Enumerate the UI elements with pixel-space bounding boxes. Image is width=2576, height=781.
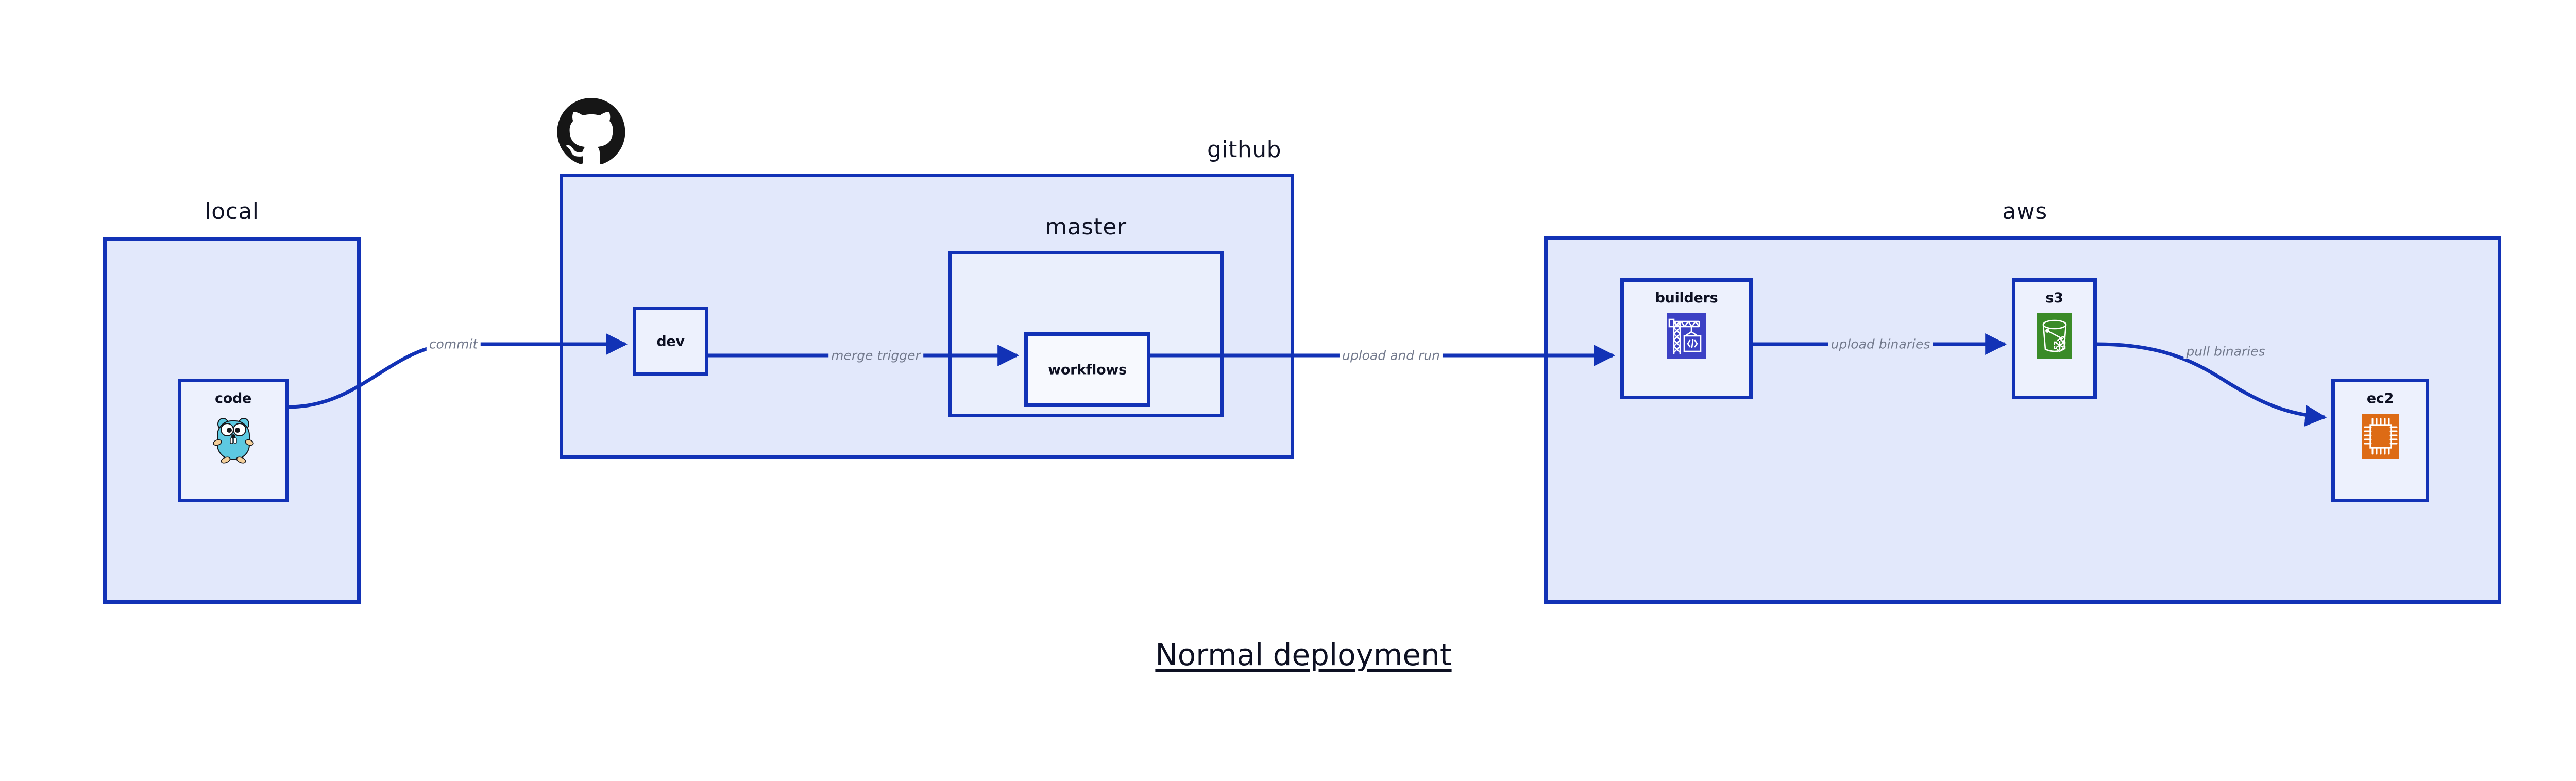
edge-label-commit: commit xyxy=(426,336,481,352)
edge-label-merge-trigger: merge trigger xyxy=(828,348,923,363)
edge-label-upload-and-run: upload and run xyxy=(1339,348,1443,363)
aws-ec2-chip-icon xyxy=(2361,414,2399,459)
node-builders-label: builders xyxy=(1655,290,1718,306)
node-s3-label: s3 xyxy=(2045,290,2063,306)
node-ec2[interactable]: ec2 xyxy=(2331,379,2429,502)
go-gopher-icon xyxy=(212,414,255,464)
edge-label-pull-binaries: pull binaries xyxy=(2183,344,2268,359)
aws-s3-bucket-icon xyxy=(2037,313,2072,359)
node-workflows-label: workflows xyxy=(1048,362,1127,378)
node-s3[interactable]: s3 xyxy=(2012,278,2097,399)
node-builders[interactable]: builders xyxy=(1620,278,1753,399)
group-label-local: local xyxy=(205,198,259,225)
node-dev[interactable]: dev xyxy=(633,307,708,376)
group-label-master: master xyxy=(1045,214,1127,240)
node-code[interactable]: code xyxy=(178,379,289,502)
node-code-label: code xyxy=(215,390,251,406)
github-logo-icon xyxy=(556,98,626,166)
group-label-aws: aws xyxy=(2002,198,2047,225)
aws-codebuild-crane-icon xyxy=(1667,313,1706,359)
node-workflows[interactable]: workflows xyxy=(1024,332,1150,407)
diagram-title: Normal deployment xyxy=(1155,637,1452,672)
group-label-github: github xyxy=(1207,137,1282,163)
node-ec2-label: ec2 xyxy=(2366,390,2394,406)
edge-label-upload-binaries: upload binaries xyxy=(1828,336,1933,352)
node-dev-label: dev xyxy=(656,333,685,349)
